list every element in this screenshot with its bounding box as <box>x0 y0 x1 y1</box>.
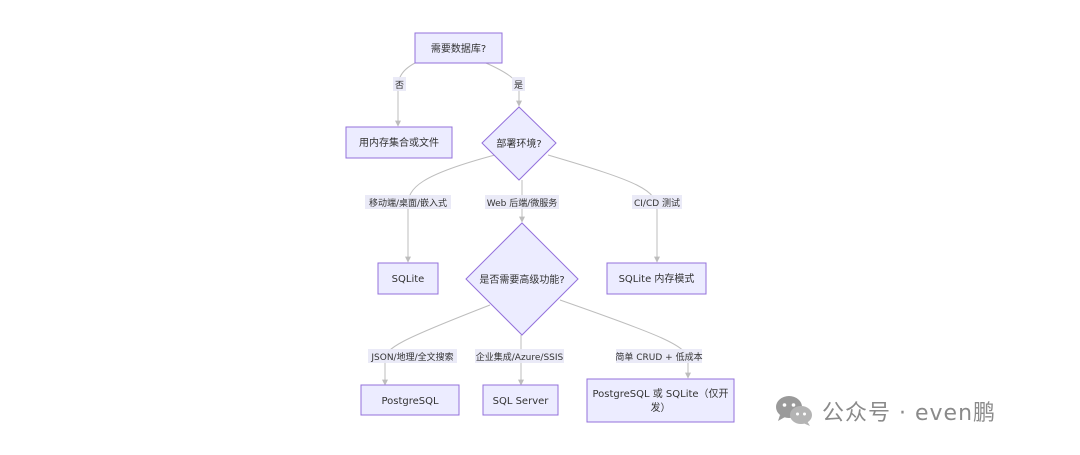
node-sqlite-mem-label: SQLite 内存模式 <box>619 272 695 285</box>
edge-label-simple: 简单 CRUD + 低成本 <box>615 349 703 363</box>
node-sqlserver-label: SQL Server <box>493 396 550 407</box>
wechat-icon <box>776 396 812 426</box>
watermark: 公众号 · even鹏 <box>774 391 996 431</box>
node-start-box <box>414 32 503 64</box>
edge-label-mobile-text: 移动端/桌面/嵌入式 <box>369 197 447 209</box>
edge-advanced-to-postgres <box>382 304 491 386</box>
node-postgres: PostgreSQL <box>360 384 460 416</box>
edge-start-to-memory <box>395 62 416 127</box>
edge-label-yes-bg <box>512 77 525 91</box>
edge-label-mobile-bg <box>365 195 451 209</box>
node-pg-or-sqlite-label-line2: 发） <box>651 401 671 414</box>
node-pg-or-sqlite-box <box>586 378 735 423</box>
edge-label-json-geo-bg <box>368 349 457 363</box>
node-sqlite-mem: SQLite 内存模式 <box>606 262 707 295</box>
node-pg-or-sqlite-label-line1: PostgreSQL 或 SQLite（仅开 <box>592 388 728 400</box>
edge-label-yes: 是 <box>512 77 525 91</box>
node-advanced-diamond <box>465 222 579 336</box>
node-start-label: 需要数据库? <box>431 42 486 55</box>
edge-label-no-bg <box>393 77 406 91</box>
edge-label-no-text: 否 <box>395 80 404 91</box>
node-pg-or-sqlite: PostgreSQL 或 SQLite（仅开 发） <box>586 378 735 423</box>
edge-label-enterprise-text: 企业集成/Azure/SSIS <box>476 351 564 363</box>
node-sqlserver-box <box>482 384 559 416</box>
node-memory: 用内存集合或文件 <box>345 126 453 159</box>
node-deploy-diamond <box>481 106 557 181</box>
edge-label-cicd-text: CI/CD 测试 <box>634 197 680 209</box>
edge-advanced-to-pg-or-sqlite <box>559 299 691 379</box>
node-postgres-box <box>360 384 460 416</box>
node-sqlite: SQLite <box>377 262 439 295</box>
node-memory-label: 用内存集合或文件 <box>359 136 439 149</box>
node-deploy-label: 部署环境? <box>496 137 541 150</box>
edge-label-cicd: CI/CD 测试 <box>632 195 682 209</box>
edge-label-simple-bg <box>616 349 702 363</box>
node-sqlserver: SQL Server <box>482 384 559 416</box>
node-sqlite-label: SQLite <box>392 274 425 285</box>
node-start: 需要数据库? <box>414 32 503 64</box>
edge-label-enterprise-bg <box>475 349 564 363</box>
node-sqlite-box <box>377 262 439 295</box>
edge-label-no: 否 <box>393 77 406 91</box>
node-memory-box <box>345 126 453 159</box>
node-sqlite-mem-box <box>606 262 707 295</box>
edge-label-yes-text: 是 <box>514 80 523 91</box>
edge-label-web: Web 后端/微服务 <box>485 195 559 209</box>
edge-label-web-bg <box>485 195 559 209</box>
edge-label-json-geo: JSON/地理/全文搜索 <box>368 349 457 363</box>
edge-label-enterprise: 企业集成/Azure/SSIS <box>475 349 564 363</box>
edges <box>382 62 691 386</box>
edge-label-simple-text: 简单 CRUD + 低成本 <box>615 351 702 363</box>
node-deploy: 部署环境? <box>481 106 557 181</box>
node-postgres-label: PostgreSQL <box>381 396 439 407</box>
node-advanced: 是否需要高级功能? <box>465 222 579 336</box>
edge-label-json-geo-text: JSON/地理/全文搜索 <box>370 351 453 363</box>
watermark-text: 公众号 · even鹏 <box>822 401 997 426</box>
edge-label-mobile: 移动端/桌面/嵌入式 <box>365 195 451 209</box>
edge-label-cicd-bg <box>632 195 682 209</box>
node-advanced-label: 是否需要高级功能? <box>479 273 564 286</box>
edge-label-web-text: Web 后端/微服务 <box>487 197 558 209</box>
